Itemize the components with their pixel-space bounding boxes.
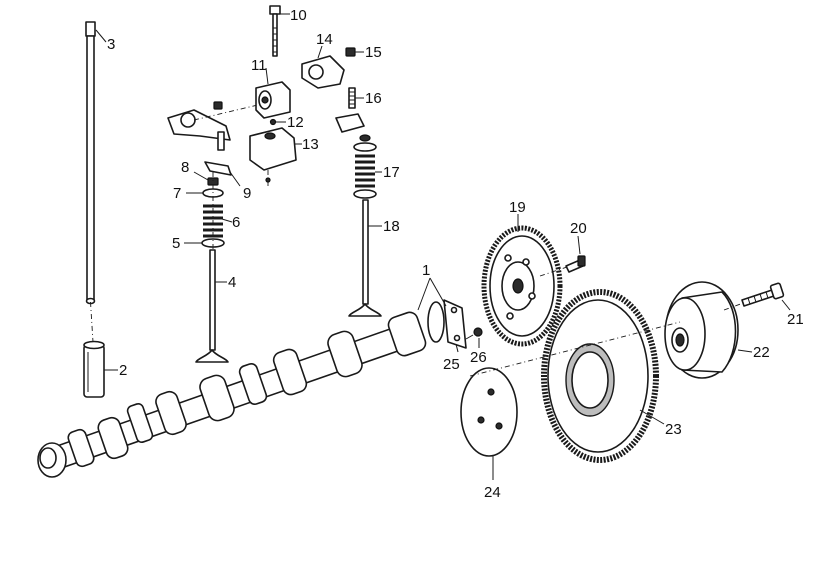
callout-13: 13 <box>302 136 319 153</box>
rocker-support <box>249 127 297 183</box>
rocker-shaft <box>255 81 291 119</box>
callout-22: 22 <box>753 344 770 361</box>
valve-spring-right <box>353 134 377 199</box>
thrust-flange <box>443 299 467 349</box>
callout-4: 4 <box>228 274 236 291</box>
valve-right <box>348 199 382 317</box>
callout-5: 5 <box>172 235 180 252</box>
tappet <box>83 340 105 398</box>
callout-7: 7 <box>173 185 181 202</box>
callout-24: 24 <box>484 484 501 501</box>
callout-9: 9 <box>243 185 251 202</box>
valve-cotter-left <box>207 177 219 186</box>
push-rod <box>85 21 96 305</box>
callout-2: 2 <box>119 362 127 379</box>
gear-hub <box>664 281 739 379</box>
adjuster-nut <box>345 47 356 57</box>
callout-14: 14 <box>316 31 333 48</box>
callout-11: 11 <box>251 57 267 74</box>
gear-bolt <box>565 255 586 273</box>
callout-18: 18 <box>383 218 400 235</box>
hub-bolt <box>741 282 785 307</box>
leader-lines <box>95 13 791 480</box>
thrust-plate <box>460 367 518 457</box>
callout-3: 3 <box>107 36 115 53</box>
callout-21: 21 <box>787 311 804 328</box>
callout-19: 19 <box>509 199 526 216</box>
callout-17: 17 <box>383 164 400 181</box>
camshaft-gear <box>541 289 659 463</box>
callout-20: 20 <box>570 220 587 237</box>
callout-15: 15 <box>365 44 382 61</box>
callout-16: 16 <box>365 90 382 107</box>
shaft-pin <box>269 118 277 126</box>
callout-labels: 1 2 3 4 5 6 7 8 9 10 11 12 13 14 15 16 1… <box>107 7 804 501</box>
callout-12: 12 <box>287 114 304 131</box>
flange-screw <box>465 327 483 340</box>
valve-cap-left <box>204 161 232 176</box>
idler-gear <box>481 225 563 347</box>
callout-10: 10 <box>290 7 307 24</box>
rocker-arm-left <box>167 101 231 151</box>
callout-8: 8 <box>181 159 189 176</box>
callout-6: 6 <box>232 214 240 231</box>
callout-26: 26 <box>470 349 487 366</box>
callout-23: 23 <box>665 421 682 438</box>
adjuster-screw <box>348 87 356 109</box>
rocker-arm-right <box>301 55 365 133</box>
rocker-shaft-bolt <box>269 5 281 57</box>
callout-1: 1 <box>422 262 430 279</box>
callout-25: 25 <box>443 356 460 373</box>
valve-left <box>195 249 229 363</box>
camshaft <box>37 301 445 478</box>
